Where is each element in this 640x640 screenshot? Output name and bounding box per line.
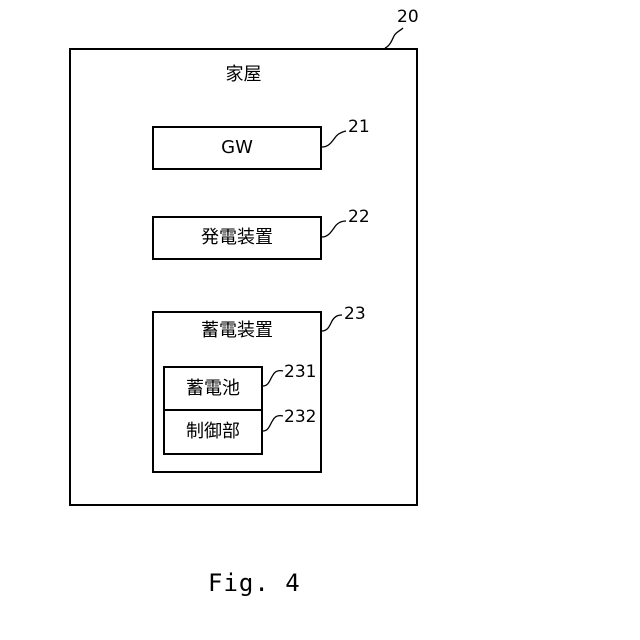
house-ref-number: 20 bbox=[397, 9, 419, 26]
power-generation-device-label: 発電装置 bbox=[152, 229, 322, 247]
control-unit-ref-number: 232 bbox=[284, 409, 316, 426]
gw-ref-number: 21 bbox=[348, 119, 370, 136]
leader-line-20 bbox=[385, 28, 403, 48]
control-unit-label: 制御部 bbox=[163, 423, 263, 441]
power-storage-device-label: 蓄電装置 bbox=[152, 322, 322, 340]
power-generation-device-ref-number: 22 bbox=[348, 209, 370, 226]
house-title: 家屋 bbox=[69, 66, 418, 84]
storage-battery-ref-number: 231 bbox=[284, 364, 316, 381]
figure-caption: Fig. 4 bbox=[208, 569, 301, 597]
power-storage-device-ref-number: 23 bbox=[344, 306, 366, 323]
gw-label: GW bbox=[152, 139, 322, 157]
storage-battery-label: 蓄電池 bbox=[163, 380, 263, 398]
